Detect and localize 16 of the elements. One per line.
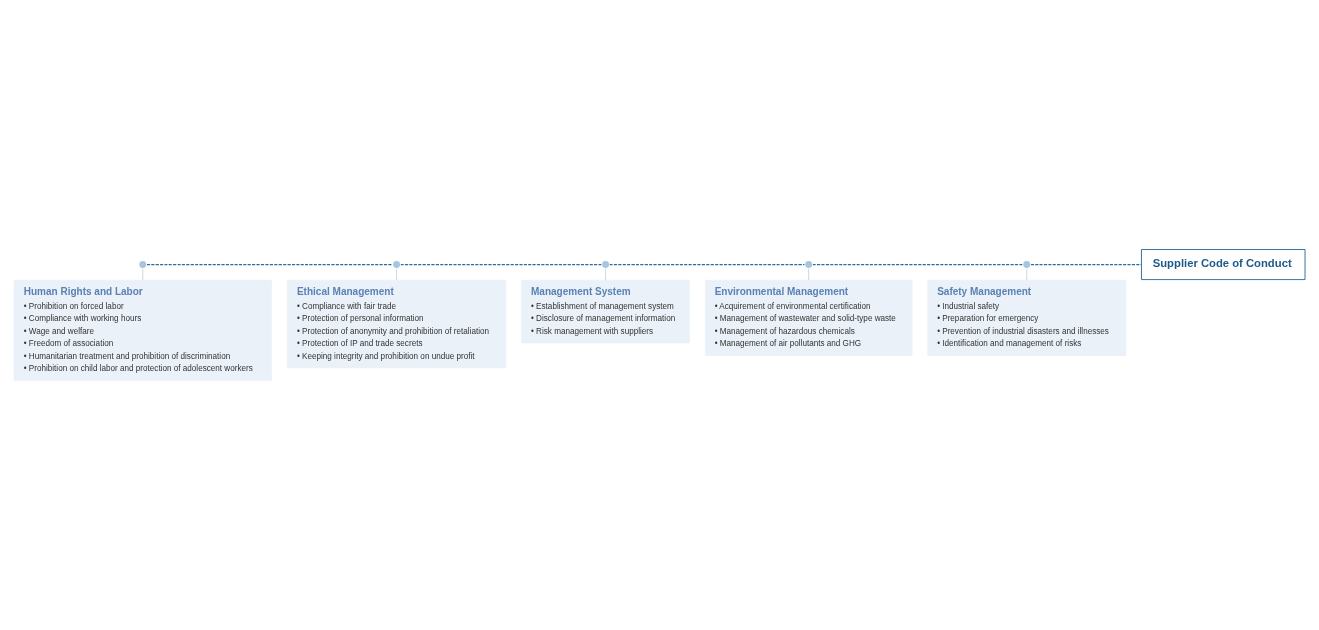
node-circle <box>138 259 148 270</box>
node-box: Supplier Code of Conduct <box>1141 249 1306 281</box>
connector <box>396 268 397 281</box>
connector <box>808 268 809 281</box>
connector <box>400 263 603 266</box>
node-circle <box>391 259 402 270</box>
connector <box>1030 263 1142 266</box>
node-circle <box>600 259 611 270</box>
connector <box>812 263 1024 266</box>
connector <box>609 263 806 266</box>
connector <box>142 268 144 281</box>
connector <box>605 268 606 281</box>
node-circle <box>1022 259 1032 270</box>
node-circle <box>803 259 814 270</box>
connector <box>146 263 393 266</box>
connector <box>1026 268 1028 281</box>
